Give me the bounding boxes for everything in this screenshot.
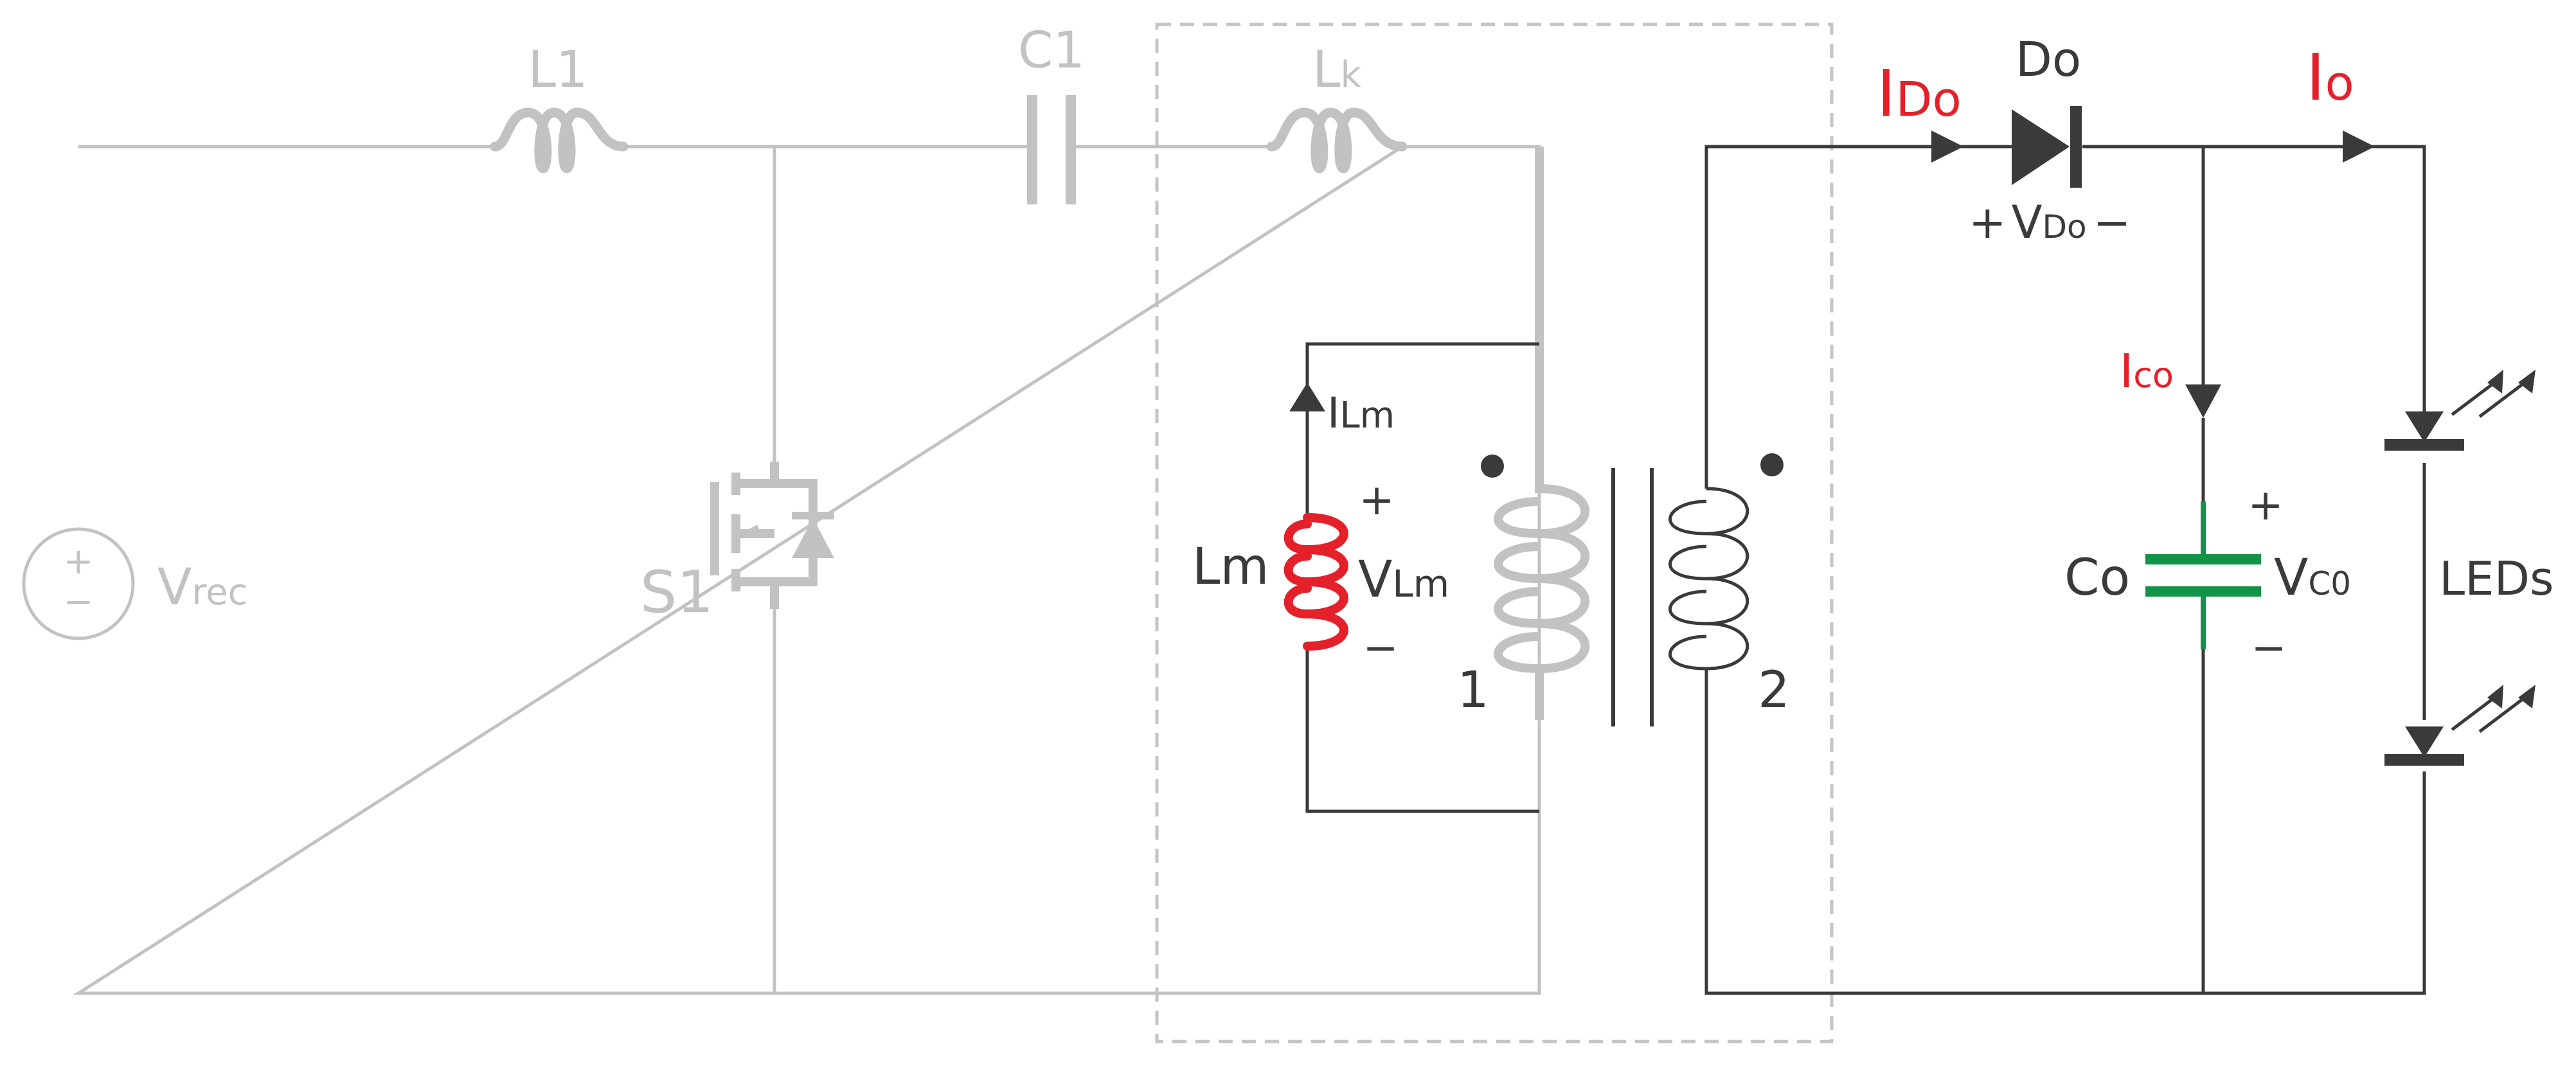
co-label: Co xyxy=(2064,549,2130,607)
led-string xyxy=(2384,370,2536,766)
vco-minus-sign: − xyxy=(2251,623,2286,672)
led-top xyxy=(2405,411,2444,442)
s1-body-diode xyxy=(792,518,834,558)
io-arrow xyxy=(2343,131,2375,163)
do-diode xyxy=(2012,109,2070,185)
l1-label: L1 xyxy=(528,41,587,99)
s1-label: S1 xyxy=(640,559,713,626)
s1-mosfet xyxy=(710,462,818,609)
do-label: Do xyxy=(2016,32,2081,87)
leds-label: LEDs xyxy=(2439,552,2554,606)
lk-inductor xyxy=(1266,107,1408,174)
ico-arrow xyxy=(2185,384,2221,418)
secondary-wires xyxy=(1704,145,2426,995)
io-label: Io xyxy=(2306,40,2354,115)
lm-label: Lm xyxy=(1192,538,1269,596)
ilm-label: ILm xyxy=(1327,388,1395,438)
secondary-polarity-dot xyxy=(1760,453,1784,476)
transformer-model-box xyxy=(1155,23,1834,1043)
lm-branch xyxy=(1305,342,1539,813)
vlm-minus-sign: − xyxy=(1363,623,1398,672)
vdo-label: +VDo− xyxy=(1969,196,2131,249)
transformer-secondary-winding xyxy=(1668,487,1749,720)
vco-label: VC0 xyxy=(2274,549,2351,607)
primary-polarity-dot xyxy=(1481,455,1504,478)
led-bottom xyxy=(2405,726,2444,757)
ico-label: Ico xyxy=(2120,344,2174,398)
transformer-core xyxy=(1611,468,1654,726)
transformer-primary-winding xyxy=(1494,147,1590,720)
turn-ratio-primary: 1 xyxy=(1457,662,1489,719)
vrec-source xyxy=(22,527,135,640)
c1-label: C1 xyxy=(1018,22,1085,80)
turn-ratio-secondary: 2 xyxy=(1758,662,1790,719)
vrec-label: Vrec xyxy=(157,559,247,617)
ilm-arrow xyxy=(1289,383,1325,411)
ido-label: IDo xyxy=(1877,56,1962,131)
vlm-label: VLm xyxy=(1358,551,1449,609)
vlm-plus-sign: + xyxy=(1359,475,1394,525)
ido-arrow xyxy=(1931,131,1963,163)
vrec-plus-sign: + xyxy=(64,541,94,582)
lm-inductor xyxy=(1284,513,1348,651)
primary-top-wire xyxy=(73,145,1541,995)
lk-label: Lk xyxy=(1312,41,1361,99)
vrec-minus-sign: − xyxy=(64,581,94,623)
l1-inductor xyxy=(490,107,629,174)
primary-side xyxy=(22,95,1541,995)
vco-plus-sign: + xyxy=(2248,480,2283,530)
